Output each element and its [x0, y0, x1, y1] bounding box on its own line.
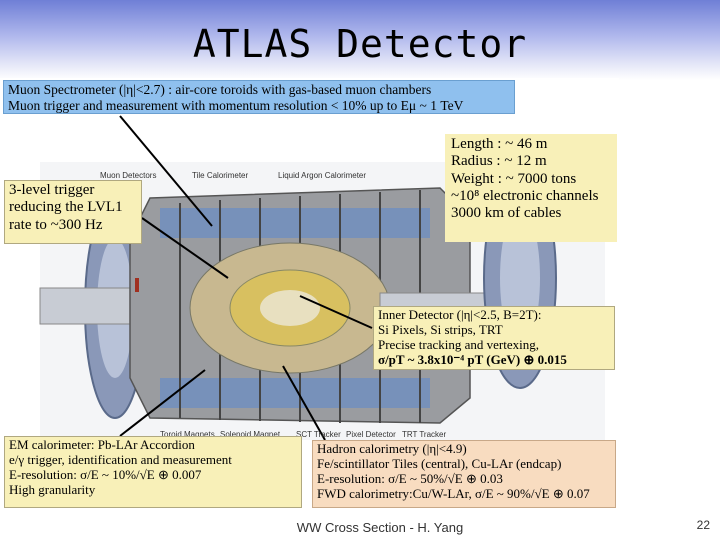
label-toroid-magnets: Toroid Magnets — [160, 430, 215, 439]
trigger-line: reducing the LVL1 — [9, 199, 123, 216]
muon-line-1: Muon Spectrometer (|η|<2.7) : air-core t… — [8, 82, 432, 97]
label-tile-calorimeter: Tile Calorimeter — [192, 171, 249, 180]
trigger-line: rate to ~300 Hz — [9, 216, 103, 233]
atlas-detector-figure: Muon Detectors Tile Calorimeter Liquid A… — [0, 78, 619, 510]
hadron-line: E-resolution: σ/E ~ 50%/√E ⊕ 0.03 — [317, 470, 503, 486]
dims-line: Radius : ~ 12 m — [451, 153, 547, 170]
dims-line: ~10⁸ electronic channels — [451, 187, 599, 204]
footer-caption: WW Cross Section - H. Yang — [296, 520, 464, 535]
hadron-line: FWD calorimetry:Cu/W-LAr, σ/E ~ 90%/√E ⊕… — [317, 485, 590, 501]
label-solenoid-magnet: Solenoid Magnet — [220, 430, 281, 439]
muon-spectrometer-box: Muon Spectrometer (|η|<2.7) : air-core t… — [3, 80, 515, 114]
em-line: E-resolution: σ/E ~ 10%/√E ⊕ 0.007 — [9, 466, 202, 482]
label-trt-tracker: TRT Tracker — [402, 430, 447, 439]
inner-line: Si Pixels, Si strips, TRT — [378, 321, 503, 337]
dimensions-box: Length : ~ 46 m Radius : ~ 12 m Weight :… — [445, 134, 617, 242]
page-number: 22 — [696, 518, 710, 532]
dims-line: Length : ~ 46 m — [451, 136, 548, 152]
trigger-line: 3-level trigger — [9, 182, 95, 198]
inner-line: Precise tracking and vertexing, — [378, 336, 539, 352]
label-muon-detectors: Muon Detectors — [100, 171, 157, 180]
muon-line-2: Muon trigger and measurement with moment… — [8, 97, 464, 113]
em-line: e/γ trigger, identification and measurem… — [9, 451, 232, 467]
inner-detector-box: Inner Detector (|η|<2.5, B=2T): Si Pixel… — [373, 306, 615, 370]
label-liquid-argon-calorimeter: Liquid Argon Calorimeter — [278, 171, 367, 180]
label-sct-tracker: SCT Tracker — [296, 430, 341, 439]
em-calorimeter-box: EM calorimeter: Pb-LAr Accordion e/γ tri… — [4, 436, 302, 508]
hadron-line: Hadron calorimetry (|η|<4.9) — [317, 441, 467, 456]
label-pixel-detector: Pixel Detector — [346, 430, 396, 439]
hadron-line: Fe/scintillator Tiles (central), Cu-LAr … — [317, 455, 562, 471]
em-line: High granularity — [9, 481, 96, 497]
slide-title: ATLAS Detector — [192, 22, 528, 66]
dims-line: 3000 km of cables — [451, 205, 562, 221]
em-line: EM calorimeter: Pb-LAr Accordion — [9, 437, 195, 452]
inner-line: Inner Detector (|η|<2.5, B=2T): — [378, 307, 542, 322]
dims-line: Weight : ~ 7000 tons — [451, 170, 577, 187]
hadron-calorimetry-box: Hadron calorimetry (|η|<4.9) Fe/scintill… — [312, 440, 616, 508]
trigger-box: 3-level trigger reducing the LVL1 rate t… — [4, 180, 142, 244]
inner-line: σ/pT ~ 3.8x10⁻⁴ pT (GeV) ⊕ 0.015 — [378, 351, 567, 367]
